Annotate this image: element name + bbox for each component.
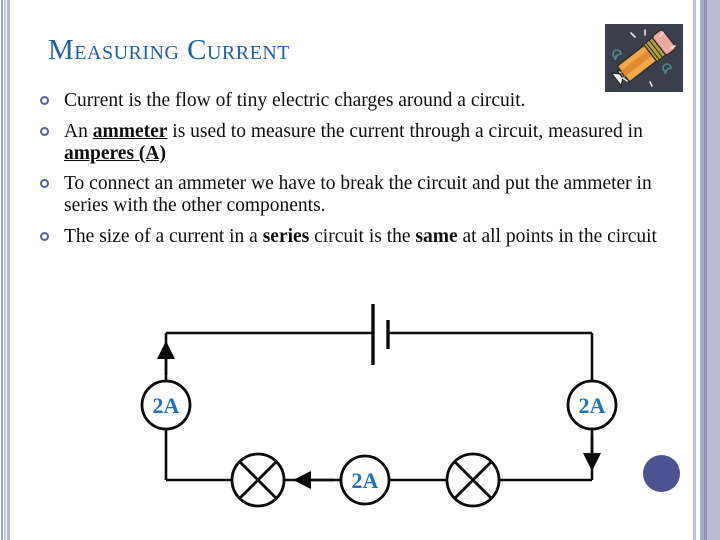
text-run: series — [262, 226, 310, 248]
lamp-left — [230, 452, 286, 508]
bullet-marker-icon — [40, 126, 49, 136]
text-run: same — [415, 226, 458, 248]
text-run: To connect an ammeter we have to break t… — [64, 173, 652, 217]
ammeter-right-label: 2A — [579, 393, 606, 418]
bullet-text-1: Current is the flow of tiny electric cha… — [64, 90, 526, 111]
bullet-marker-icon — [40, 96, 49, 105]
bullet-text-4: The size of a current in a series circui… — [64, 226, 657, 247]
page-title: Measuring Current — [48, 34, 290, 66]
bullet-text-2: An ammeter is used to measure the curren… — [64, 121, 643, 164]
edge-stripe — [704, 0, 707, 540]
edge-stripe — [1, 0, 3, 540]
bullet-marker-icon — [40, 179, 49, 189]
edge-stripe — [707, 0, 720, 540]
bullet-item-3: To connect an ammeter we have to break t… — [34, 173, 684, 217]
lamp-right — [445, 452, 501, 508]
ammeter-bottom: 2A — [339, 454, 391, 506]
left-edge-stripes — [0, 0, 14, 540]
bullet-text-3: To connect an ammeter we have to break t… — [64, 173, 652, 216]
current-arrows — [156, 340, 602, 490]
bullet-item-2: An ammeter is used to measure the curren… — [34, 121, 684, 165]
ammeter-left: 2A — [140, 379, 192, 431]
text-run: is used to measure the current through a… — [167, 120, 643, 142]
edge-stripe — [4, 0, 6, 540]
edge-stripe — [700, 0, 704, 540]
pencil-clipart — [605, 24, 683, 92]
ammeter-left-label: 2A — [153, 393, 180, 418]
right-edge-stripes — [690, 0, 720, 540]
bullet-item-4: The size of a current in a series circui… — [34, 226, 684, 248]
edge-stripe — [690, 0, 693, 540]
text-run: at all points in the circuit — [457, 226, 657, 248]
text-run: An — [64, 120, 93, 142]
bullet-marker-icon — [40, 232, 49, 242]
battery-cell — [371, 304, 390, 365]
text-run: The size of a current in a — [64, 226, 263, 248]
edge-stripe — [7, 0, 10, 540]
edge-stripe — [693, 0, 696, 540]
text-run: ammeter — [92, 120, 168, 142]
bullet-list: Current is the flow of tiny electric cha… — [34, 90, 684, 257]
decorative-dot — [643, 455, 680, 492]
ammeter-right: 2A — [566, 379, 618, 431]
text-run: circuit is the — [309, 226, 416, 248]
text-run: amperes (A) — [64, 142, 166, 164]
edge-stripe — [698, 0, 700, 540]
bullet-item-1: Current is the flow of tiny electric cha… — [34, 90, 684, 112]
text-run: Current is the flow of tiny electric cha… — [64, 90, 526, 111]
ammeter-bottom-label: 2A — [352, 468, 379, 493]
